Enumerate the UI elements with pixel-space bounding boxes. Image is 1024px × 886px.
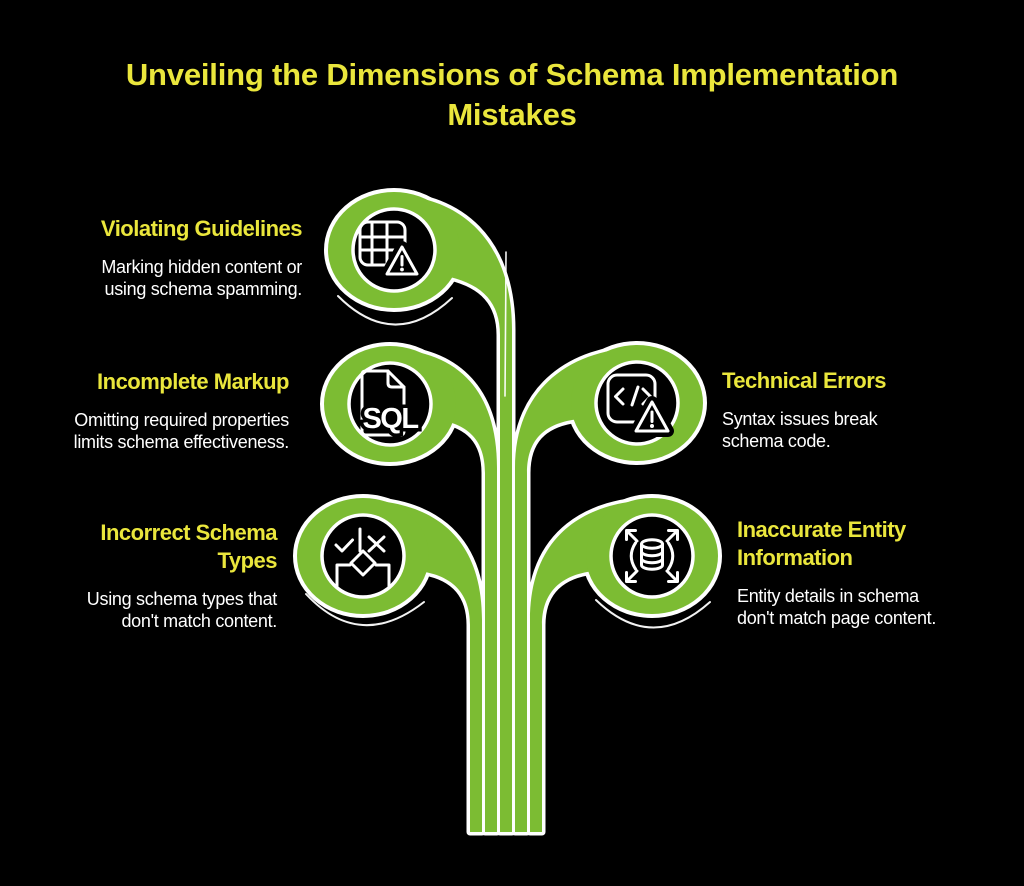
- node-title: Incorrect Schema Types: [100, 520, 277, 573]
- branch-fill-3: [364, 500, 482, 832]
- table-warning-icon: [358, 220, 423, 280]
- sketch-line-blob3: [305, 593, 425, 627]
- node-circle-3: [320, 513, 406, 599]
- node-inaccurate-entity-information: Inaccurate Entity Information Entity det…: [737, 516, 936, 629]
- node-technical-errors: Technical Errors Syntax issues break sch…: [722, 367, 887, 452]
- sketch-lines: [305, 251, 711, 629]
- decision-check-x-icon: [334, 527, 391, 588]
- database-expand-icon: [625, 529, 679, 583]
- node-description: Marking hidden content or using schema s…: [101, 257, 302, 299]
- node-title: Incomplete Markup: [97, 369, 289, 394]
- branch-fill-5: [530, 500, 651, 832]
- node-incomplete-markup: Incomplete Markup Omitting required prop…: [73, 368, 290, 453]
- sketch-line-blob1: [337, 295, 453, 326]
- node-description: Omitting required properties limits sche…: [73, 410, 290, 452]
- node-title: Inaccurate Entity Information: [737, 517, 906, 570]
- page-title: Unveiling the Dimensions of Schema Imple…: [125, 57, 899, 132]
- warning-triangle-icon: [381, 241, 423, 280]
- node-title: Technical Errors: [722, 368, 887, 393]
- sql-label: SQL: [362, 403, 418, 435]
- node-description: Using schema types that don't match cont…: [86, 589, 278, 631]
- code-warning-icon: [606, 373, 674, 437]
- sketch-line-blob5: [595, 599, 711, 629]
- node-title: Violating Guidelines: [100, 216, 303, 241]
- node-violating-guidelines: Violating Guidelines Marking hidden cont…: [100, 215, 303, 300]
- node-incorrect-schema-types: Incorrect Schema Types Using schema type…: [86, 519, 278, 632]
- sql-file-icon: SQL: [359, 369, 423, 439]
- node-description: Entity details in schema don't match pag…: [737, 586, 937, 628]
- sketch-line-stem: [504, 251, 507, 397]
- node-circle-2: [347, 361, 433, 447]
- warning-triangle-icon: [630, 396, 674, 437]
- plant-fill-layer: [297, 192, 718, 832]
- node-description: Syntax issues break schema code.: [722, 409, 878, 451]
